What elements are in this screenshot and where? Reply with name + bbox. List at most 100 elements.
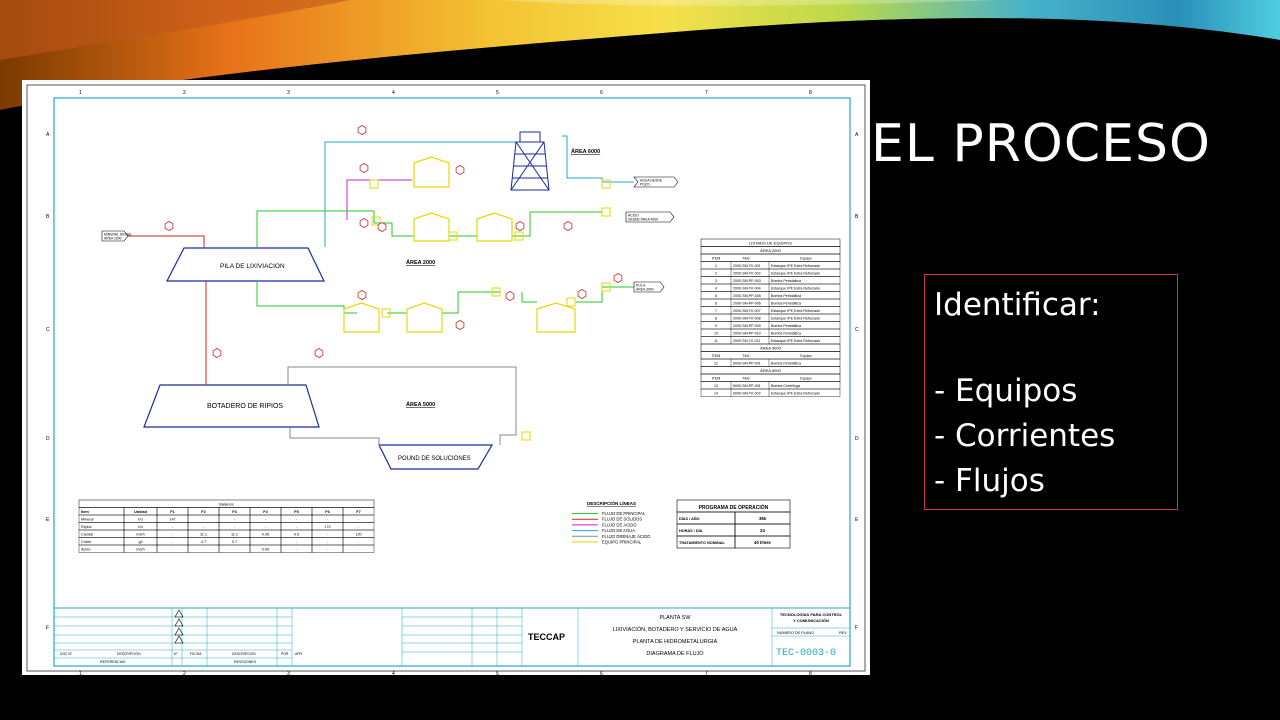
- pump-icon: [521, 431, 531, 441]
- equipment-item: 10: [714, 332, 718, 336]
- svg-text:DESCRIPCIÓN LÍNEAS: DESCRIPCIÓN LÍNEAS: [587, 499, 636, 506]
- titleblock-col-label: DOC N°: [60, 652, 73, 656]
- balance-header-cell: Item: [81, 510, 89, 514]
- area-6000-label: ÁREA 6000: [571, 148, 600, 155]
- equipment-item: 6: [715, 302, 717, 306]
- pump-icon: [514, 231, 524, 241]
- legend-item-label: FLUJO DE SÓLIDOS: [602, 517, 642, 522]
- equipment-tag: 5000-SM-PP-001: [733, 362, 761, 366]
- equipment-tag: 2000-SM-TK-001: [733, 264, 761, 268]
- equipment-item: 5: [715, 294, 717, 298]
- equipment-desc: Estanque IPE Extra Reforzado: [771, 317, 820, 321]
- balance-cell: -: [234, 525, 236, 529]
- flag-acido: ÁCIDO DESDE ÁREA 4000: [625, 211, 675, 223]
- grid-row-label: C: [46, 327, 50, 333]
- equipment-desc: Estanque IPE Extra Reforzado: [771, 272, 820, 276]
- balance-cell: Cobre: [81, 540, 91, 544]
- area-2000-label: ÁREA 2000: [406, 259, 435, 266]
- equipment-desc: Estanque IPE Extra Reforzado: [771, 309, 820, 313]
- balance-cell: -: [172, 525, 174, 529]
- hex-tags: [164, 125, 623, 358]
- balance-cell: 11.1: [200, 533, 207, 537]
- grid-row-label: E: [46, 517, 50, 523]
- equipment-item: 12: [714, 362, 718, 366]
- programa-value: 40 t/mes: [754, 540, 771, 545]
- grid-col-label: 8: [809, 90, 812, 96]
- grid-row-label: B: [855, 214, 859, 220]
- balance-cell: -: [296, 540, 298, 544]
- balance-cell: -: [234, 518, 236, 522]
- balance-cell: 0.06: [262, 533, 269, 537]
- tag-hex-icon: [515, 221, 525, 231]
- equipment-tag: 6000-SM-PP-001: [733, 384, 761, 388]
- pump-icon: [381, 308, 391, 318]
- equipment-desc: Estanque IPE Extra Reforzado: [771, 392, 820, 396]
- balance-cell: Ácido: [81, 548, 91, 552]
- area-5000-label: ÁREA 5000: [406, 401, 435, 408]
- flag-mineral: MINERAL DESDE ÁREA 1000: [101, 230, 132, 242]
- botadero-label: BOTADERO DE RIPIOS: [207, 403, 283, 410]
- equipment-item: 14: [714, 392, 718, 396]
- pump-icon: [601, 207, 611, 217]
- balance-cell: 11.1: [231, 533, 238, 537]
- balance-cell: -: [265, 518, 267, 522]
- pound-shape: [378, 444, 494, 470]
- titleblock-col-label: N°: [174, 652, 178, 656]
- pila-lixiviacion-shape: [166, 247, 325, 282]
- balance-cell: -: [203, 518, 205, 522]
- tag-hex-icon: [455, 165, 465, 175]
- tag-hex-icon: [212, 348, 222, 358]
- balance-header-cell: F3: [232, 510, 236, 514]
- balance-header-cell: F6: [325, 510, 329, 514]
- equipment-area-row: ÁREA 2000: [760, 248, 781, 253]
- grid-col-label: 6: [600, 671, 603, 675]
- balance-cell: Mineral: [81, 518, 94, 522]
- equipment-header-cell: TAG: [742, 354, 749, 358]
- equipment-tag: 6000-SM-TK-002: [733, 392, 761, 396]
- tanks: [343, 156, 576, 333]
- plano-number: TEC-0003-0: [776, 648, 836, 659]
- grid-row-label: C: [855, 327, 859, 333]
- equipment-desc: Bomba Peristáltica: [771, 302, 801, 306]
- balance-cell: 120: [355, 533, 361, 537]
- balance-cell: 0.06: [262, 548, 269, 552]
- tag-hex-icon: [377, 222, 387, 232]
- equipment-desc: Bomba Centrífuga: [771, 384, 800, 388]
- pila-lixiviacion-label: PILA DE LIXIVIACION: [220, 263, 285, 270]
- equipment-item: 2: [715, 272, 717, 276]
- tag-hex-icon: [359, 163, 369, 173]
- equipment-desc: Estanque IPE Extra Reforzado: [771, 287, 820, 291]
- tag-hex-icon: [357, 125, 367, 135]
- svg-text:ÁREA 1000: ÁREA 1000: [104, 237, 122, 241]
- svg-text:REVISIONES: REVISIONES: [234, 660, 257, 664]
- equipment-header-cell: ITEM: [712, 354, 721, 358]
- programa-value: 365: [759, 516, 767, 521]
- legend-item-label: EQUIPO PRINCIPAL: [602, 540, 642, 545]
- svg-text:ÁCIDO: ÁCIDO: [628, 214, 639, 218]
- legend-item-label: FLUJO DRENAJE ÁCIDO: [602, 534, 651, 539]
- pumps: [369, 179, 611, 441]
- equipment-item: 3: [715, 279, 717, 283]
- equipment-header-cell: ITEM: [712, 377, 721, 381]
- balance-header-cell: Unidad: [134, 510, 148, 514]
- tag-hex-icon: [455, 320, 465, 330]
- svg-text:LIXIVIACIÓN, BOTADERO Y SERVIC: LIXIVIACIÓN, BOTADERO Y SERVICIO DE AGUA: [613, 626, 738, 633]
- balance-cell: -: [358, 525, 360, 529]
- grid-col-label: 7: [705, 90, 708, 96]
- balance-cell: 172: [324, 525, 330, 529]
- legend-item-label: FLUJO DE AGUA: [602, 528, 635, 533]
- equipment-tag: 2000-SM-PP-006: [733, 302, 761, 306]
- balance-cell: -: [327, 518, 329, 522]
- tank-icon: [406, 302, 443, 333]
- programa-title: PROGRAMA DE OPERACIÓN: [699, 503, 769, 511]
- svg-text:PLANTA DE HIDROMETALURGIA: PLANTA DE HIDROMETALURGIA: [633, 639, 718, 645]
- balance-cell: 4.7: [201, 540, 206, 544]
- svg-text:ÁREA 3000: ÁREA 3000: [636, 288, 654, 292]
- grid-col-label: 8: [809, 671, 812, 675]
- balance-cell: m3/h: [136, 548, 144, 552]
- equipment-item: 8: [715, 317, 717, 321]
- balance-cell: -: [296, 518, 298, 522]
- titleblock-col-label: FECHA: [190, 652, 202, 656]
